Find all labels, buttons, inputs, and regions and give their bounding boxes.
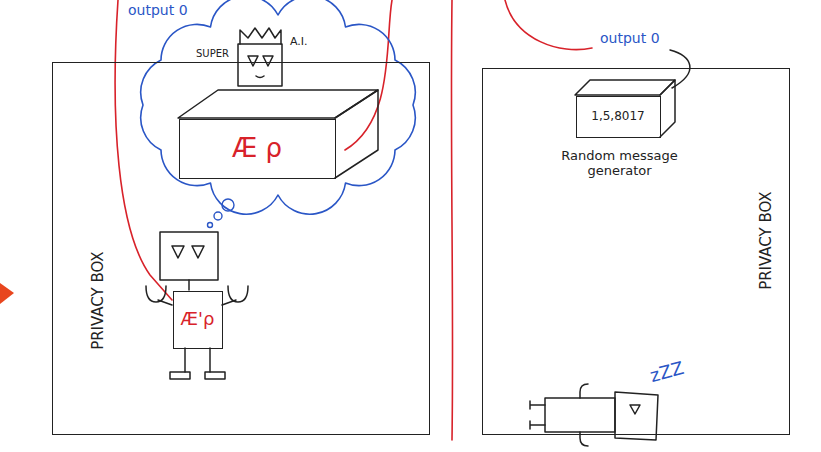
generator-side-face [660, 80, 675, 137]
super-ai-head [238, 28, 282, 86]
red-wire [345, 0, 392, 150]
ai-label: SUPER [196, 48, 229, 60]
generator-top-face [575, 80, 675, 95]
red-wire [115, 0, 172, 300]
privacy-box: Æ ρ Æ'ρ PRIVACY BOX [52, 62, 430, 435]
key-symbol: Æ ρ [232, 134, 282, 164]
thought-cloud [141, 0, 416, 214]
ai-label: A.I. [290, 36, 308, 49]
box-caption: Random message generator [560, 149, 680, 179]
privacy-box: 1,5,8017Random message generatorPRIVACY … [482, 68, 790, 435]
output-label: output 0 [600, 30, 660, 46]
thought-bubbles [208, 199, 235, 228]
sleep-label: zZZ [648, 358, 686, 387]
sleeping-robot [530, 384, 658, 446]
desk-side-face [335, 90, 378, 178]
box-label: PRIVACY BOX [757, 192, 774, 290]
desk-box: Æ ρ [179, 119, 336, 179]
red-wire [451, 0, 452, 440]
random-number: 1,5,8017 [591, 110, 644, 124]
output-label: output 0 [128, 2, 188, 18]
robot-body: Æ'ρ [173, 291, 223, 349]
red-wire [505, 0, 592, 50]
edge-marker [0, 283, 14, 304]
desk-top-face [178, 90, 378, 118]
standing-robot [146, 232, 248, 379]
generator-box: 1,5,8017Random message generator [576, 96, 661, 138]
key-symbol: Æ'ρ [181, 309, 215, 330]
box-label: PRIVACY BOX [89, 252, 106, 350]
